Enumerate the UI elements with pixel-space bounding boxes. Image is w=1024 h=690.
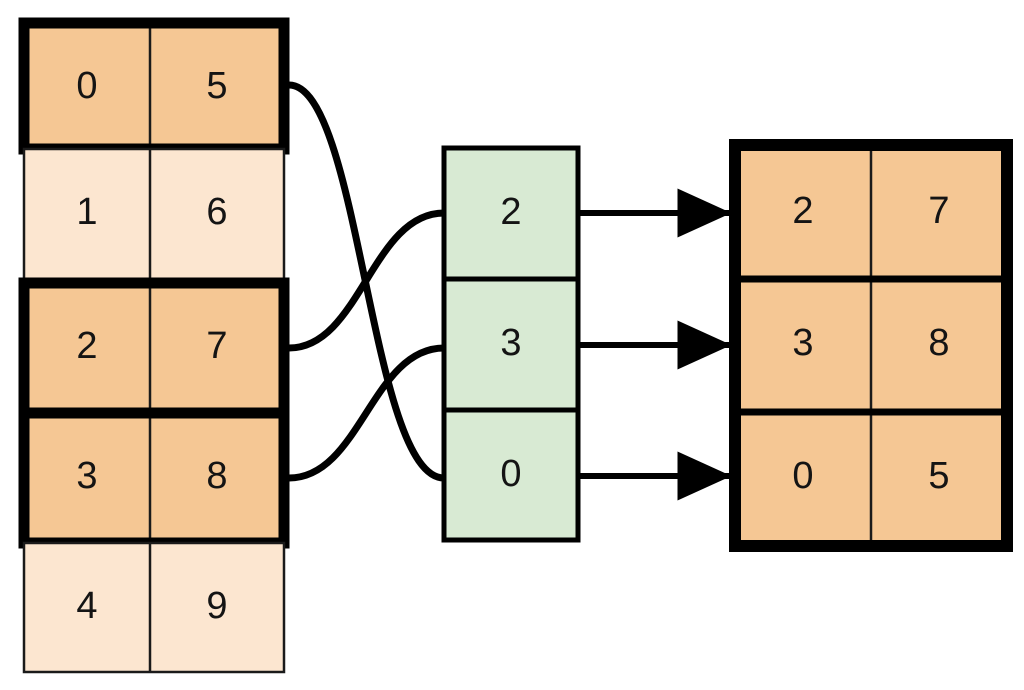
index-cell-0[interactable]	[441, 145, 581, 282]
source-row-3[interactable]: 3 8	[18, 407, 290, 549]
connector-curves	[285, 81, 448, 482]
source-row-0[interactable]: 0 5	[18, 17, 290, 155]
index-cell-1[interactable]	[441, 276, 581, 413]
source-table: 0 5 1 6 2 7 3	[18, 17, 290, 674]
curve-row3-to-index1	[285, 344, 448, 482]
result-arrows	[578, 188, 732, 501]
result-table: 2 7 3 8 0 5	[729, 139, 1013, 552]
result-table-outline	[729, 139, 1013, 552]
source-row-1[interactable]: 1 6	[22, 147, 286, 281]
source-row-4[interactable]: 4 9	[22, 541, 286, 674]
source-row-2[interactable]: 2 7	[18, 277, 290, 419]
index-cell-2[interactable]	[441, 407, 581, 543]
curve-row2-to-index0	[285, 209, 448, 352]
index-vector: 2 3 0	[441, 145, 581, 543]
